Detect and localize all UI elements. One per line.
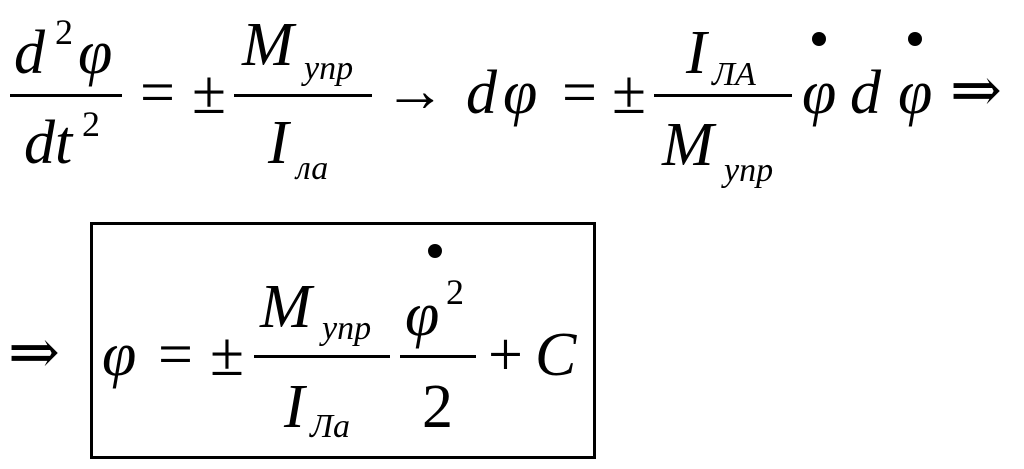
phi-differential-1: φ bbox=[503, 59, 538, 127]
phi-result: φ bbox=[102, 321, 137, 389]
fraction-bar-5 bbox=[400, 355, 476, 358]
result-box bbox=[90, 222, 596, 459]
right-arrow-icon: → bbox=[384, 57, 446, 125]
d-differential-2: d bbox=[850, 59, 881, 127]
time-derivative-dot-1 bbox=[812, 32, 826, 46]
inertia-symbol-2: I bbox=[686, 19, 707, 87]
denominator-two: 2 bbox=[422, 373, 453, 441]
inertia-symbol-1: I bbox=[268, 109, 289, 177]
numerator-exponent: 2 bbox=[55, 12, 73, 52]
d-numerator: d bbox=[14, 19, 45, 87]
phi-dot-2: φ bbox=[898, 59, 933, 127]
inertia-subscript-3: Ла bbox=[310, 408, 351, 445]
plus-minus-1: ± bbox=[192, 59, 227, 127]
moment-subscript-1: упр bbox=[304, 50, 354, 87]
time-derivative-dot-3 bbox=[428, 244, 442, 258]
fraction-bar-1 bbox=[10, 94, 122, 97]
moment-subscript-2: упр bbox=[724, 152, 774, 189]
implies-arrow-icon-1: ⇒ bbox=[950, 57, 1002, 125]
moment-subscript-3: упр bbox=[322, 310, 372, 347]
plus-minus-3: ± bbox=[210, 321, 245, 389]
plus-minus-2: ± bbox=[612, 59, 647, 127]
inertia-subscript-2: ЛА bbox=[712, 56, 756, 93]
phi-dot-squared: φ bbox=[405, 281, 440, 349]
moment-symbol-3: M bbox=[260, 273, 312, 341]
d-differential-1: d bbox=[466, 59, 497, 127]
moment-symbol-1: M bbox=[242, 11, 294, 79]
equals-sign-1: = bbox=[140, 59, 175, 127]
moment-symbol-2: M bbox=[662, 111, 714, 179]
phi-numerator: φ bbox=[78, 19, 113, 87]
dt-denominator: dt bbox=[24, 109, 73, 177]
time-derivative-dot-2 bbox=[908, 32, 922, 46]
inertia-symbol-3: I bbox=[284, 373, 305, 441]
inertia-subscript-1: ла bbox=[296, 150, 329, 187]
integration-constant: C bbox=[535, 321, 577, 389]
equals-sign-2: = bbox=[562, 59, 597, 127]
implies-arrow-icon-2: ⇒ bbox=[8, 319, 60, 387]
fraction-bar-2 bbox=[234, 94, 372, 97]
denominator-exponent: 2 bbox=[82, 104, 100, 144]
phi-dot-1: φ bbox=[802, 59, 837, 127]
phi-dot-exponent: 2 bbox=[446, 272, 464, 312]
fraction-bar-4 bbox=[254, 355, 390, 358]
plus-sign: + bbox=[488, 321, 523, 389]
fraction-bar-3 bbox=[654, 94, 792, 97]
equals-sign-3: = bbox=[158, 321, 193, 389]
